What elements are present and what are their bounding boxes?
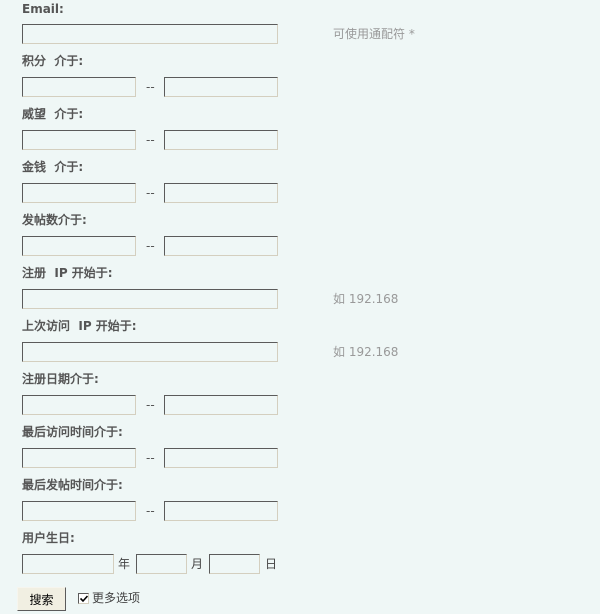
last-post-label: 最后发帖时间介于: xyxy=(22,478,123,492)
reg-date-max-input[interactable] xyxy=(164,395,278,415)
birthday-label: 用户生日: xyxy=(22,531,75,545)
birthday-day-unit: 日 xyxy=(265,557,278,571)
last-visit-min-input[interactable] xyxy=(22,448,136,468)
more-options-label: 更多选项 xyxy=(92,591,141,605)
reg-date-label: 注册日期介于: xyxy=(22,372,99,386)
reg-date-separator: -- xyxy=(146,398,155,412)
reg-ip-input[interactable] xyxy=(22,289,278,309)
email-input[interactable] xyxy=(22,24,278,44)
email-hint: 可使用通配符 * xyxy=(333,27,415,41)
reg-ip-label: 注册 IP 开始于: xyxy=(22,266,113,280)
birthday-year-input[interactable] xyxy=(22,554,114,574)
prestige-max-input[interactable] xyxy=(164,130,278,150)
email-label: Email: xyxy=(22,2,64,16)
credits-label: 积分 介于: xyxy=(22,54,84,68)
posts-separator: -- xyxy=(146,239,155,253)
money-max-input[interactable] xyxy=(164,183,278,203)
posts-label: 发帖数介于: xyxy=(22,213,87,227)
checkmark-icon xyxy=(80,594,88,602)
posts-min-input[interactable] xyxy=(22,236,136,256)
credits-max-input[interactable] xyxy=(164,77,278,97)
last-ip-hint: 如 192.168 xyxy=(333,345,399,359)
credits-separator: -- xyxy=(146,80,155,94)
prestige-label: 威望 介于: xyxy=(22,107,84,121)
last-visit-separator: -- xyxy=(146,451,155,465)
last-post-max-input[interactable] xyxy=(164,501,278,521)
credits-min-input[interactable] xyxy=(22,77,136,97)
last-visit-label: 最后访问时间介于: xyxy=(22,425,123,439)
posts-max-input[interactable] xyxy=(164,236,278,256)
money-min-input[interactable] xyxy=(22,183,136,203)
more-options-toggle[interactable]: 更多选项 xyxy=(78,591,140,605)
last-ip-label: 上次访问 IP 开始于: xyxy=(22,319,137,333)
prestige-min-input[interactable] xyxy=(22,130,136,150)
last-post-separator: -- xyxy=(146,504,155,518)
money-separator: -- xyxy=(146,186,155,200)
reg-ip-hint: 如 192.168 xyxy=(333,292,399,306)
birthday-day-input[interactable] xyxy=(209,554,260,574)
search-button[interactable]: 搜索 xyxy=(17,587,66,611)
last-post-min-input[interactable] xyxy=(22,501,136,521)
birthday-month-input[interactable] xyxy=(136,554,187,574)
birthday-month-unit: 月 xyxy=(191,557,204,571)
more-options-checkbox[interactable] xyxy=(78,592,89,604)
birthday-year-unit: 年 xyxy=(118,557,131,571)
last-ip-input[interactable] xyxy=(22,342,278,362)
prestige-separator: -- xyxy=(146,133,155,147)
money-label: 金钱 介于: xyxy=(22,160,84,174)
reg-date-min-input[interactable] xyxy=(22,395,136,415)
last-visit-max-input[interactable] xyxy=(164,448,278,468)
